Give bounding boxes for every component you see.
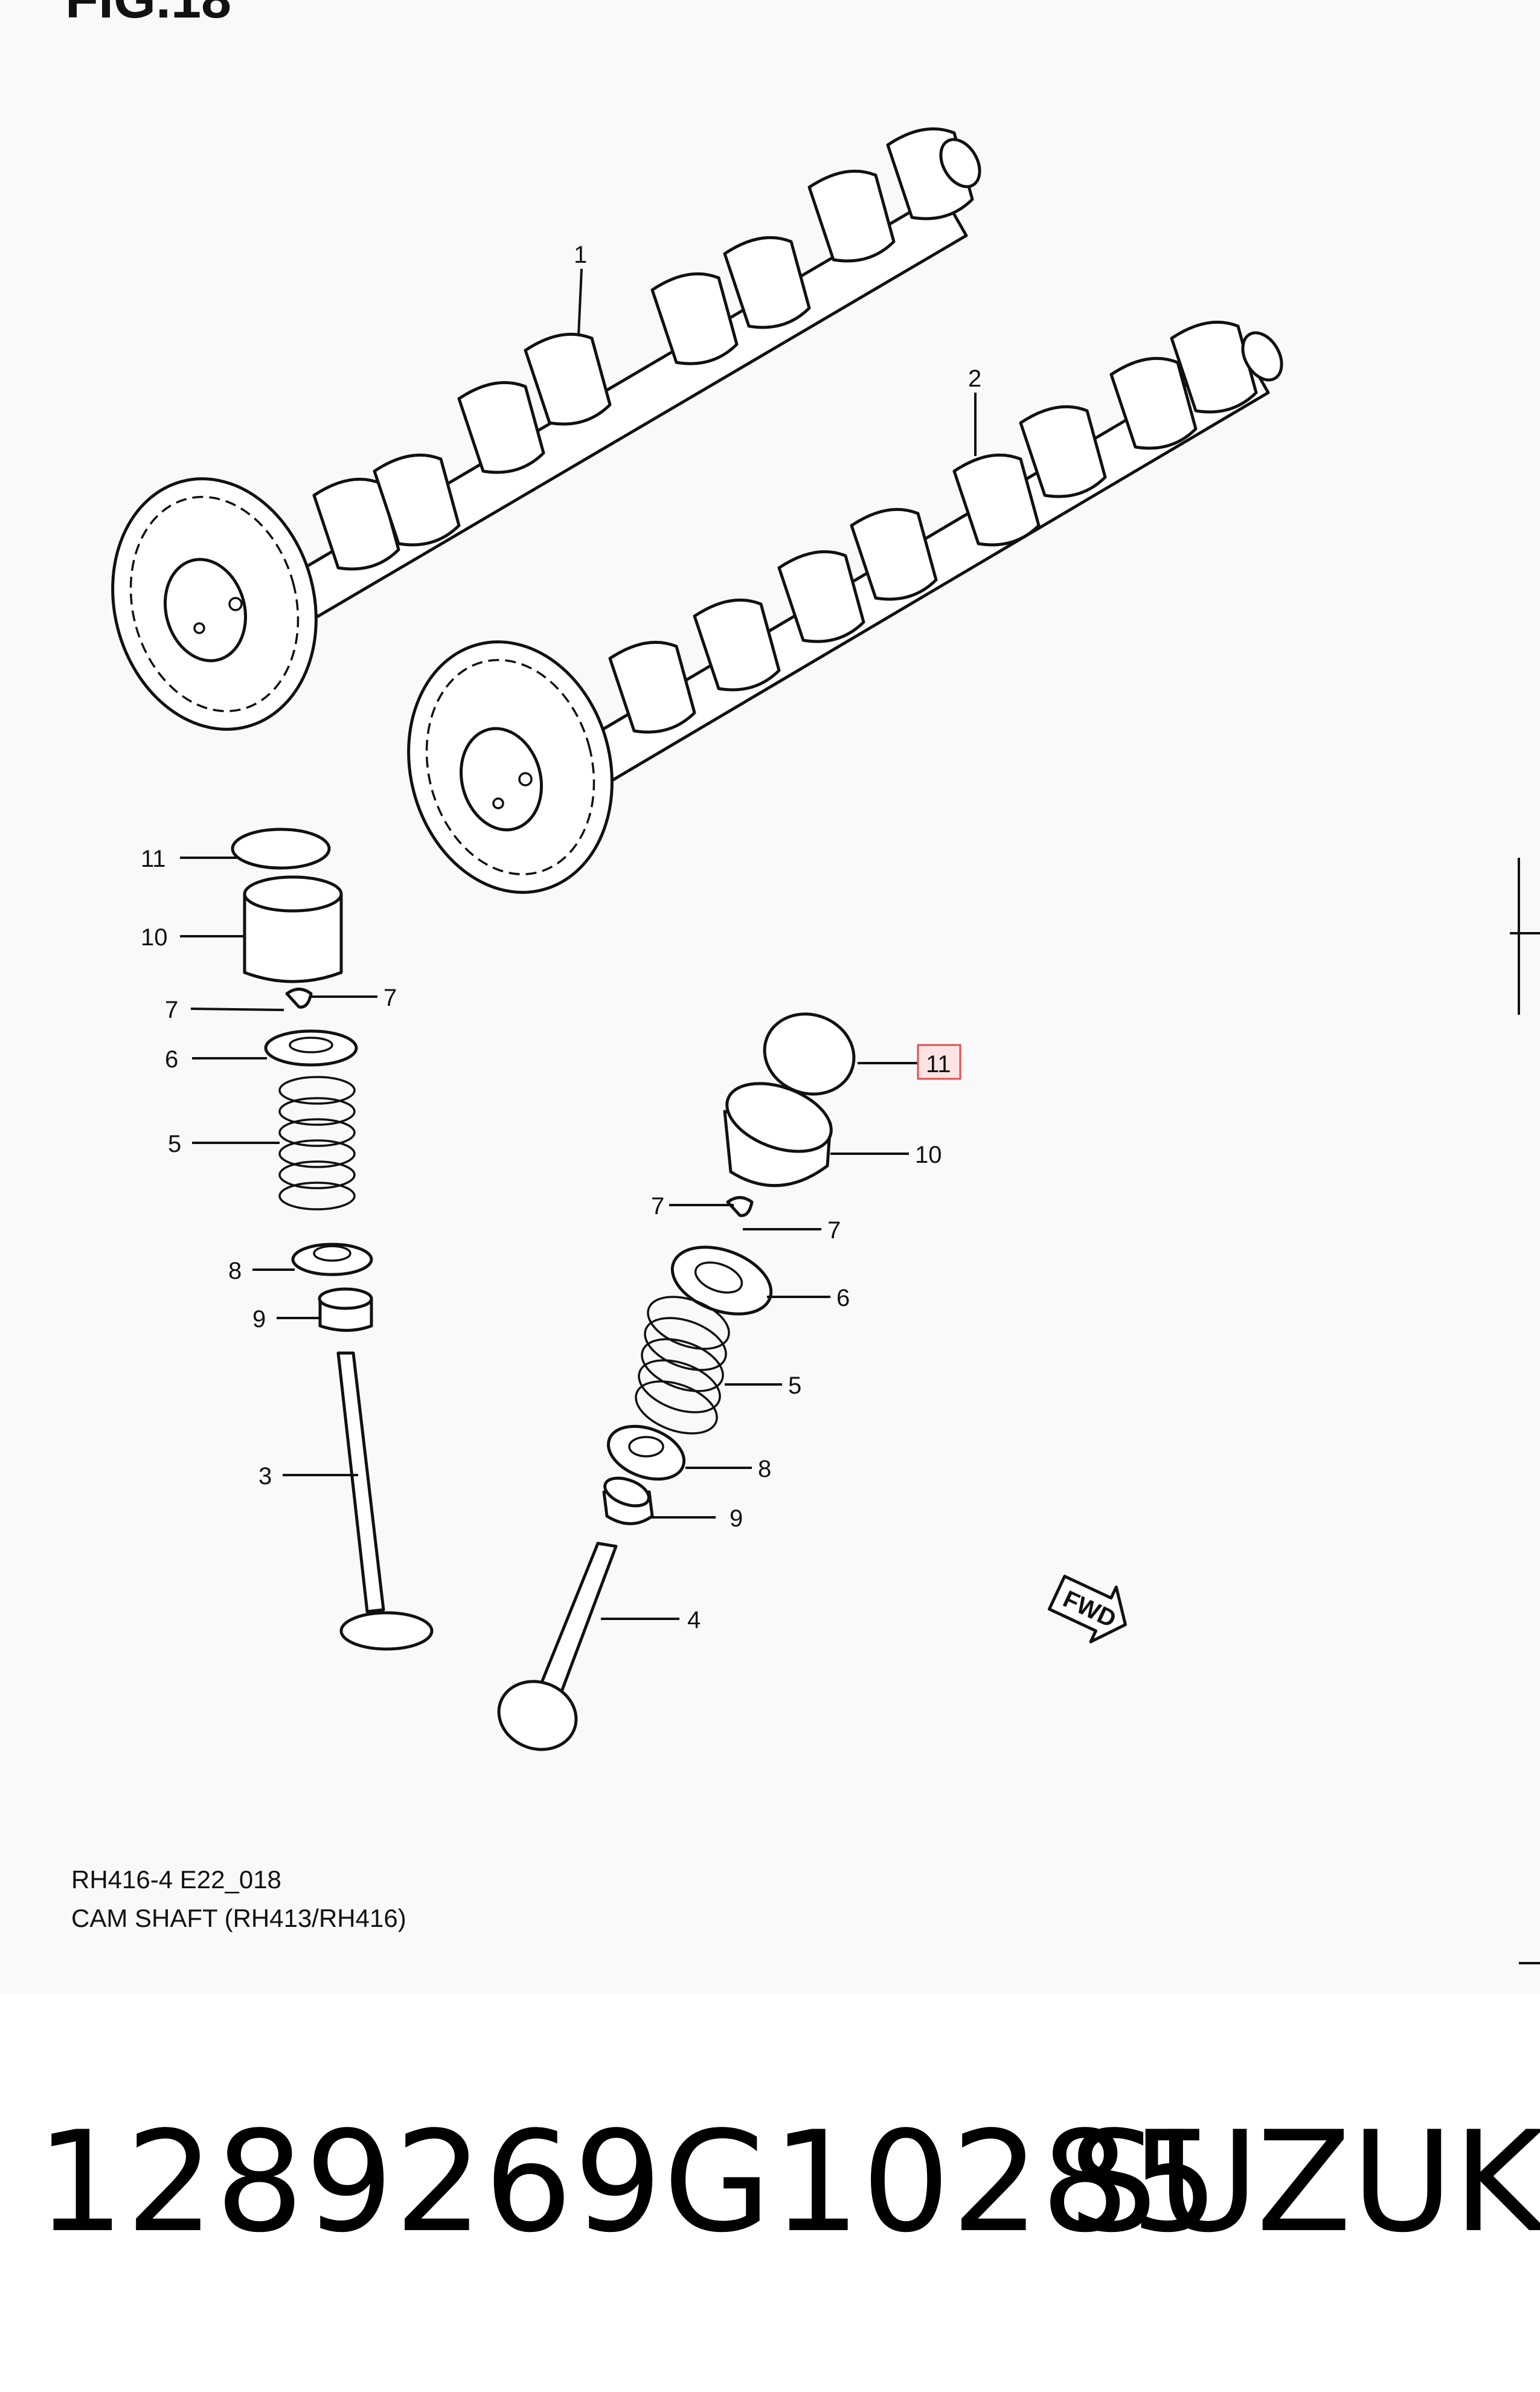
callout-7-right-b: 7 [827, 1217, 841, 1244]
diagram-area: FIG.18 [65, 0, 1540, 1964]
callout-3: 3 [258, 1463, 272, 1490]
callout-8-right: 8 [758, 1456, 771, 1482]
callout-11-right: 11 [926, 1051, 951, 1078]
callout-5-left: 5 [168, 1131, 181, 1157]
callout-7-left-b: 7 [383, 985, 397, 1011]
valve-stack-exhaust [497, 1012, 856, 1751]
exploded-parts-diagram: FWD 1 2 11 10 7 7 6 5 8 9 [111, 127, 1540, 1964]
callout-6-left: 6 [165, 1046, 178, 1073]
callout-11-left: 11 [141, 846, 166, 872]
callout-10-right: 10 [915, 1142, 942, 1168]
diagram-title: CAM SHAFT (RH413/RH416) [71, 1904, 406, 1932]
callout-10-left: 10 [141, 924, 168, 951]
callout-2: 2 [968, 365, 981, 392]
callout-7-left-a: 7 [165, 997, 178, 1023]
callout-9-left: 9 [252, 1306, 266, 1333]
camshaft-exhaust [407, 320, 1283, 894]
callout-7-right-a: 7 [651, 1193, 664, 1220]
callout-11-right-highlight [917, 1044, 961, 1080]
callout-4: 4 [687, 1607, 701, 1633]
callout-8-left: 8 [228, 1258, 242, 1284]
camshaft-intake [111, 127, 981, 731]
callout-6-right: 6 [836, 1285, 850, 1311]
callout-9-right: 9 [730, 1505, 743, 1532]
callout-5-right: 5 [788, 1372, 801, 1399]
part-number: 1289269G10285 [36, 2102, 1221, 2263]
fwd-arrow-icon: FWD [1047, 1575, 1127, 1644]
figure-label: FIG.18 [65, 0, 231, 31]
callout-1: 1 [574, 242, 587, 268]
valve-stack-intake [231, 828, 434, 1651]
diagram-code: RH416-4 E22_018 [71, 1865, 281, 1894]
brand-name: SUZUKI [1069, 2102, 1540, 2263]
footer [0, 1993, 1540, 2392]
